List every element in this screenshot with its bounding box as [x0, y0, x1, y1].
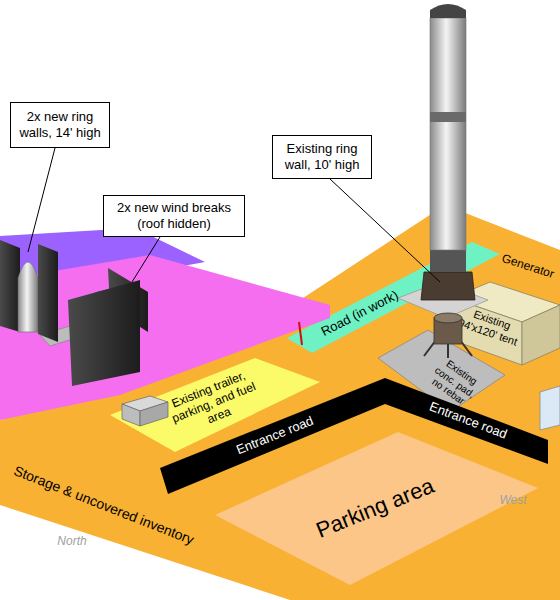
lander-dome — [90, 291, 118, 309]
tent-building-outline — [522, 305, 560, 365]
road-label: Entrance road — [405, 391, 532, 451]
ring-wall-panel — [38, 244, 58, 342]
callout-text: 2x new ring walls, 14' high — [14, 109, 106, 140]
leader-line — [28, 148, 55, 252]
callout-box: 2x new ring walls, 14' high — [10, 102, 110, 148]
callout-box: Existing ring wall, 10' high — [272, 135, 372, 179]
concrete-strip — [40, 308, 140, 346]
callout-text: 2x new wind breaks (roof hidden) — [107, 200, 241, 231]
rocket-band — [430, 112, 466, 122]
ground-area-outline — [0, 205, 560, 600]
leader-line — [132, 237, 160, 282]
parking-area-outline — [215, 432, 538, 585]
compass-label: West — [499, 493, 526, 507]
ring-wall-panel — [0, 240, 20, 332]
road-label: Entrance road — [212, 405, 338, 467]
rocket-small — [18, 262, 38, 332]
callout-box: 2x new wind breaks (roof hidden) — [103, 195, 245, 237]
rocket-nose — [430, 4, 466, 18]
parking-area: Parking area — [215, 432, 538, 585]
callout-text: Existing ring wall, 10' high — [276, 141, 368, 172]
wind-break-panel — [108, 268, 148, 332]
compass-label: North — [57, 534, 86, 548]
tent-building: Existing 94'x120' tent — [452, 282, 560, 365]
area-label: Road (in work) — [303, 280, 417, 348]
